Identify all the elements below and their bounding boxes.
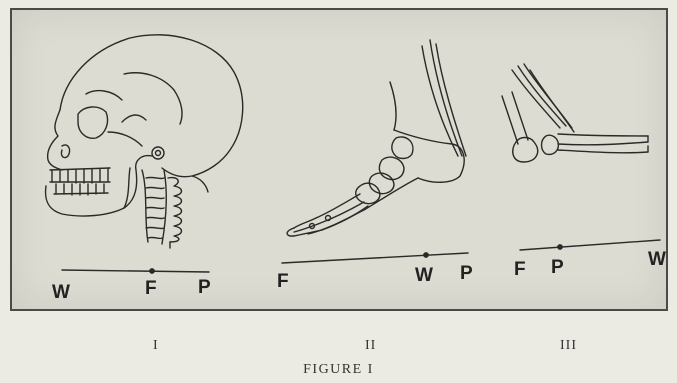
- figure-numeral-2: II: [365, 338, 376, 354]
- lever-baselines: [62, 240, 660, 273]
- label-f-fig1: F: [145, 279, 157, 298]
- arm-illustration: [502, 64, 648, 162]
- lever-line-3: [520, 240, 660, 250]
- fulcrum-mark-2: [424, 253, 428, 257]
- label-p-fig2: P: [460, 264, 473, 283]
- lever-line-2: [282, 253, 468, 263]
- foot-illustration: [287, 40, 466, 236]
- label-w-fig3: W: [648, 250, 666, 269]
- figure-numeral-1: I: [153, 338, 159, 354]
- lever-line-1: [62, 270, 209, 272]
- fulcrum-mark-3: [558, 245, 562, 249]
- lever-illustrations: [12, 10, 666, 309]
- figure-caption: FIGURE I: [0, 362, 677, 378]
- label-p-fig3: P: [551, 258, 564, 277]
- fulcrum-mark-1: [150, 269, 154, 273]
- label-f-fig3: F: [514, 260, 526, 279]
- label-p-fig1: P: [198, 278, 211, 297]
- label-w-fig2: W: [415, 266, 433, 285]
- label-w-fig1: W: [52, 283, 70, 302]
- label-f-fig2: F: [277, 272, 289, 291]
- illustration-plate: [10, 8, 668, 311]
- figure-numeral-3: III: [560, 338, 577, 354]
- skull-illustration: [46, 35, 243, 248]
